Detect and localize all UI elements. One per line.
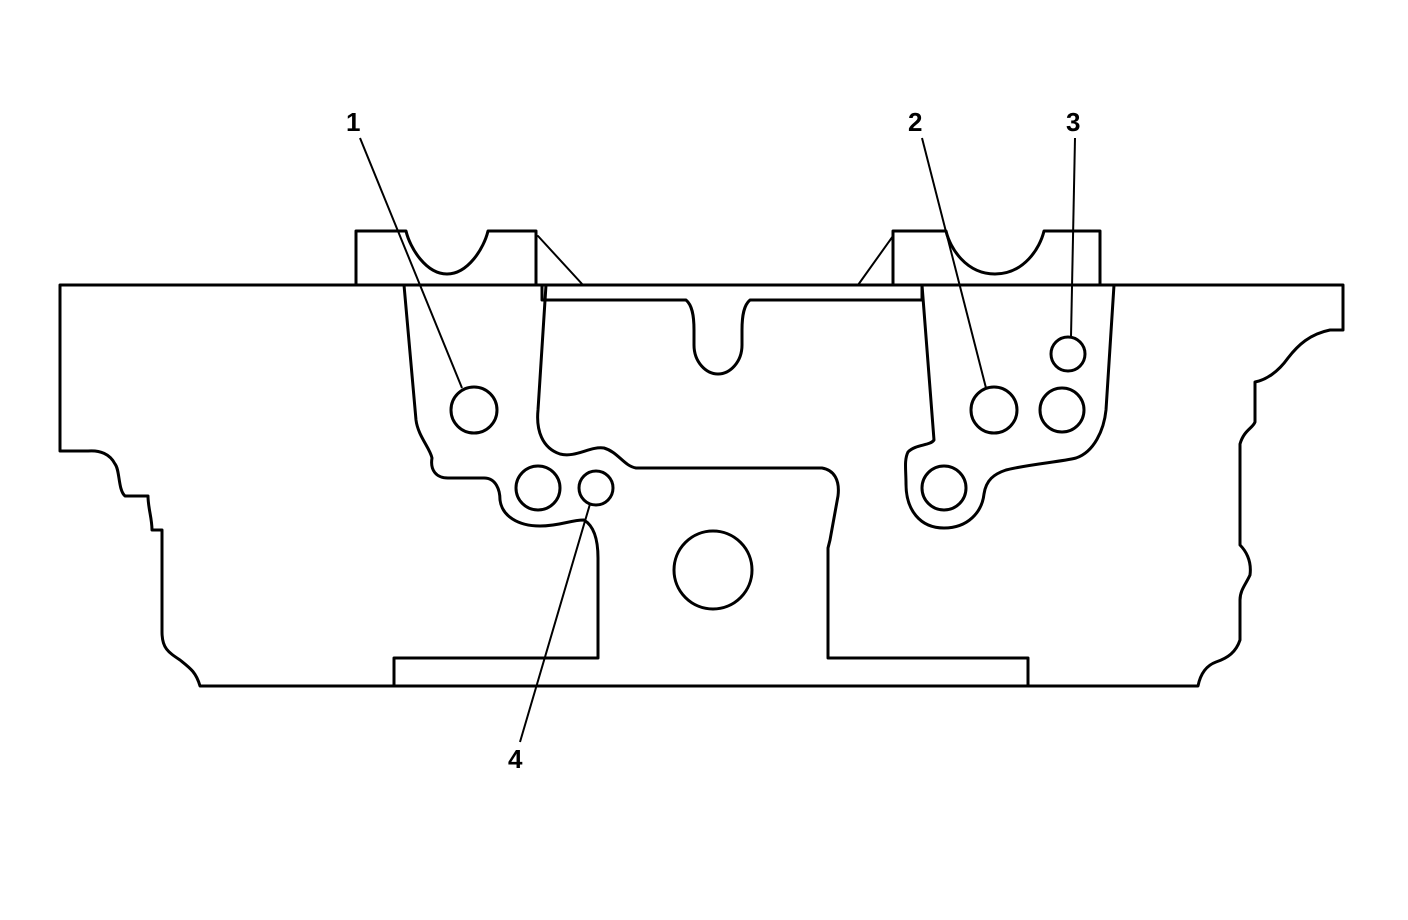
callout-1-leader	[359, 137, 463, 389]
callout-2-label: 2	[908, 107, 922, 137]
left-cap-gusset	[537, 235, 584, 286]
callout-3-leader	[1070, 137, 1076, 338]
passage-right-middle	[1038, 386, 1086, 434]
oil-passage-1	[449, 385, 499, 435]
oil-passage-2	[969, 385, 1019, 435]
callout-2-leader	[921, 137, 987, 389]
left-boss-outline	[392, 283, 600, 688]
oil-passage-4	[577, 469, 615, 507]
callout-4-label: 4	[508, 744, 523, 774]
right-cap-gusset	[857, 235, 894, 286]
central-top-recess	[540, 283, 924, 376]
right-bearing-cap	[891, 229, 1102, 287]
right-web-outline	[904, 283, 1116, 530]
callout-1-label: 1	[346, 107, 360, 137]
center-bore	[672, 529, 754, 611]
block-outer-outline	[58, 283, 1345, 688]
callout-4-leader	[519, 503, 591, 743]
left-bearing-cap	[354, 229, 538, 287]
left-web-outline	[536, 283, 1030, 688]
passage-right-lower	[920, 464, 968, 512]
passage-left-lower	[514, 464, 562, 512]
oil-passage-3	[1049, 335, 1087, 373]
callout-3-label: 3	[1066, 107, 1080, 137]
